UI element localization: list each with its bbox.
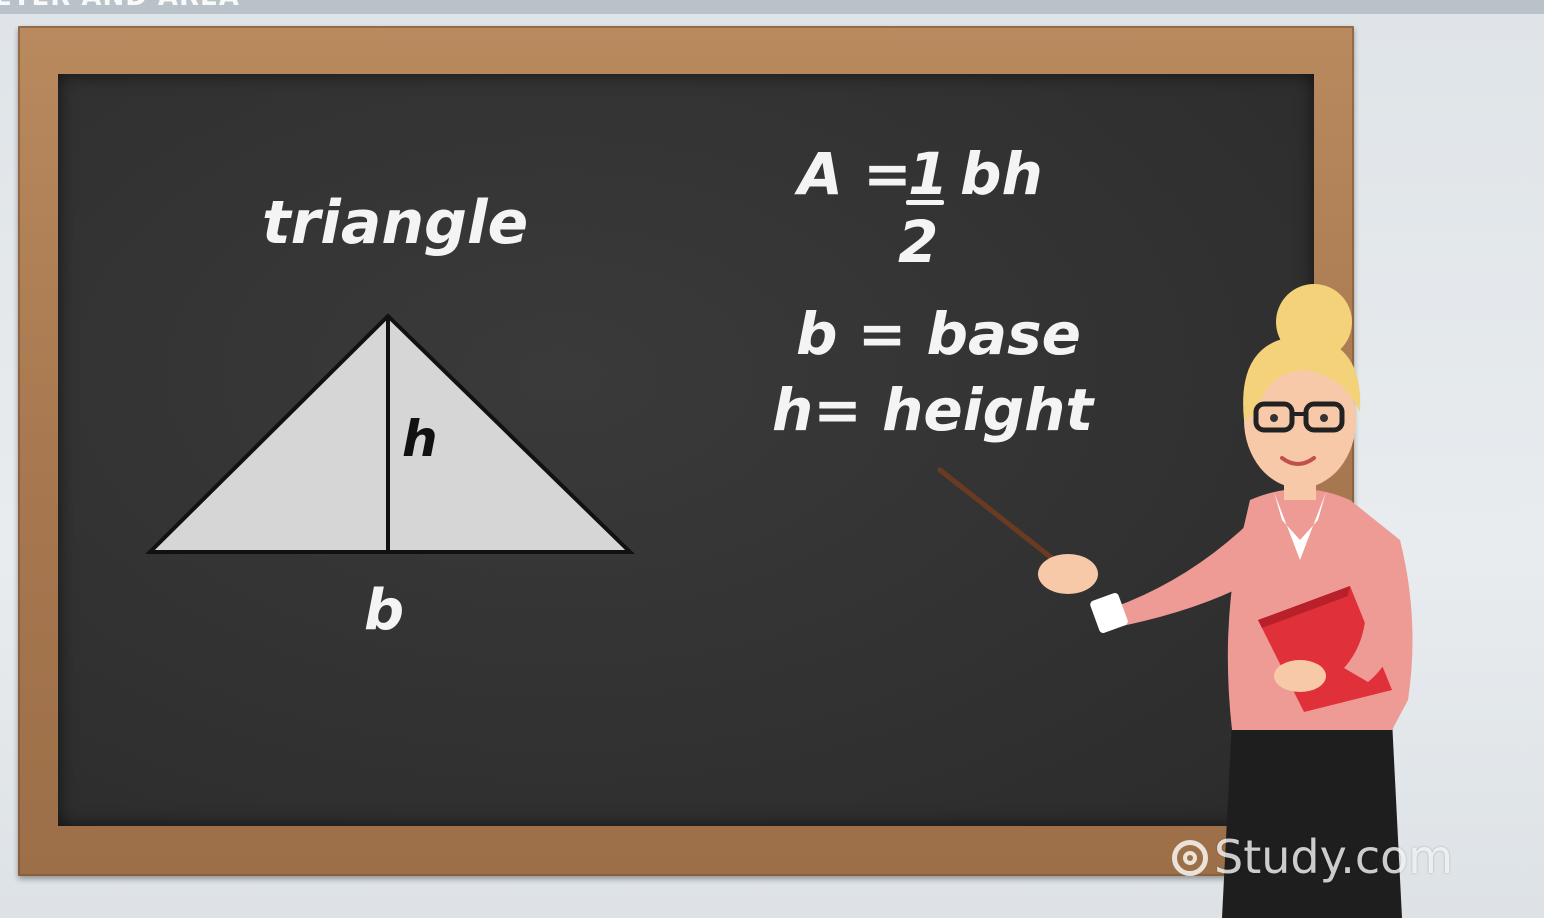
teacher-collar	[1274, 492, 1326, 560]
teacher-hair	[1243, 336, 1361, 420]
teacher-hand	[1038, 554, 1098, 594]
top-banner: ETER AND AREA	[0, 0, 1544, 14]
watermark-text: Study.com	[1214, 830, 1454, 884]
study-watermark: Study.com	[1172, 830, 1453, 884]
teacher-skirt	[1222, 720, 1402, 918]
area-formula-prefix: A =	[798, 140, 912, 208]
lesson-caption: ETER AND AREA	[0, 0, 240, 12]
area-formula-suffix: bh	[960, 140, 1043, 208]
base-definition: b = base	[796, 300, 1082, 368]
base-label: b	[364, 578, 405, 643]
shape-title: triangle	[262, 188, 529, 258]
pointer-stick	[937, 467, 1065, 569]
height-definition: h= height	[772, 376, 1094, 444]
teacher-hair-bun	[1276, 284, 1352, 360]
fraction-numerator: 1	[908, 140, 949, 208]
fraction-denominator: 2	[898, 208, 939, 276]
teacher-cuff	[1090, 593, 1128, 633]
height-label: h	[402, 410, 438, 468]
teacher-arm	[1102, 520, 1262, 630]
fraction-bar	[906, 200, 944, 205]
glasses-icon	[1253, 401, 1295, 433]
teacher-face	[1244, 352, 1356, 488]
teacher-arm-folder	[1344, 540, 1398, 682]
study-logo-icon	[1172, 840, 1208, 876]
